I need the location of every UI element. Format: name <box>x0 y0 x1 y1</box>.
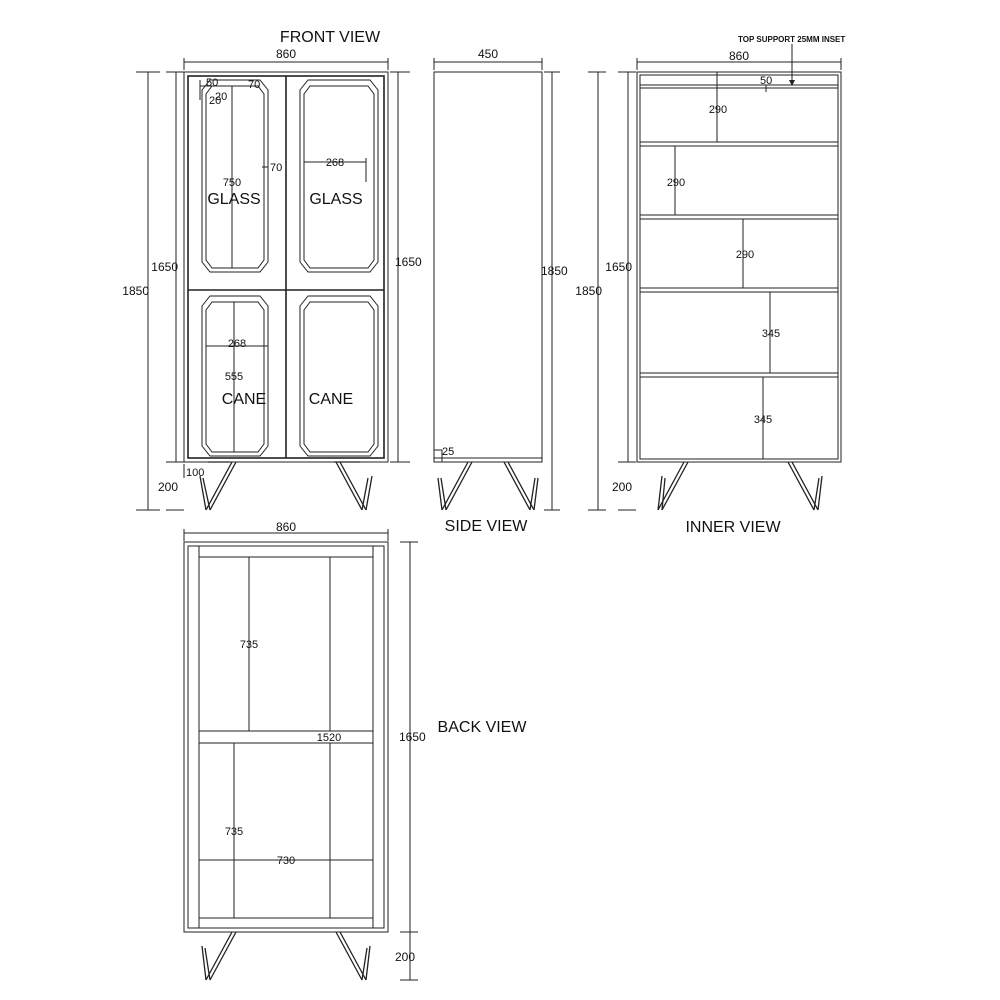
inner-shelf-3-dim: 290 <box>736 249 754 261</box>
front-leg-inset-dim: 100 <box>186 467 204 479</box>
side-view: 450 1850 25 SIDE VIEW <box>433 47 568 535</box>
panel-label-cane-right: CANE <box>309 391 353 408</box>
back-middle-dim: 1520 <box>317 732 341 744</box>
inner-top-support-note: TOP SUPPORT 25MM INSET <box>738 35 845 44</box>
front-corner-b-dim: 20 <box>209 95 221 107</box>
front-height-body-dim: 1650 <box>151 260 178 274</box>
side-height-dim: 1850 <box>541 264 568 278</box>
front-view: FRONT VIEW 860 1850 1650 200 1650 <box>122 29 422 511</box>
back-upper-height-dim: 735 <box>240 639 258 651</box>
back-width-dim: 860 <box>276 520 296 534</box>
front-corner-a-dim: 20 <box>215 91 227 103</box>
inner-height-body-dim: 1650 <box>605 260 632 274</box>
inner-width-dim: 860 <box>729 49 749 63</box>
front-mullion-dim: 70 <box>270 162 282 174</box>
inner-shelf-5-dim: 345 <box>754 414 772 426</box>
front-leg-height-dim: 200 <box>158 480 178 494</box>
back-view-title: BACK VIEW <box>438 719 528 736</box>
front-legs <box>199 461 373 511</box>
inner-view: TOP SUPPORT 25MM INSET 860 1850 1650 200… <box>575 35 845 536</box>
side-depth-dim: 450 <box>478 47 498 61</box>
front-cane-width-dim: 268 <box>228 338 246 350</box>
front-inner-top-dim: 70 <box>248 79 260 91</box>
inner-shelves <box>640 141 838 378</box>
front-view-title: FRONT VIEW <box>280 29 381 46</box>
inner-view-title: INNER VIEW <box>685 519 781 536</box>
back-lower-height-dim: 735 <box>225 826 243 838</box>
inner-shelf-4-dim: 345 <box>762 328 780 340</box>
panel-label-glass-left: GLASS <box>207 191 260 208</box>
back-legs <box>201 931 371 981</box>
front-glass-height-dim: 750 <box>223 177 241 189</box>
back-leg-height-dim: 200 <box>395 950 415 964</box>
inner-shelf-1-dim: 290 <box>709 104 727 116</box>
side-leg-inset-dim: 25 <box>442 446 454 458</box>
back-view: 860 735 1520 735 730 1650 200 <box>183 520 528 981</box>
panel-label-glass-right: GLASS <box>309 191 362 208</box>
front-cane-height-dim: 555 <box>225 371 243 383</box>
front-glass-width-dim: 268 <box>326 157 344 169</box>
front-height-body-right-dim: 1650 <box>395 255 422 269</box>
front-height-total-dim: 1850 <box>122 284 149 298</box>
side-view-title: SIDE VIEW <box>445 518 529 535</box>
back-height-body-dim: 1650 <box>399 730 426 744</box>
side-legs <box>437 461 539 511</box>
inner-shelf-2-dim: 290 <box>667 177 685 189</box>
inner-legs <box>657 461 823 511</box>
inner-top-support-dim: 50 <box>760 75 772 87</box>
panel-label-cane-left: CANE <box>222 391 266 408</box>
inner-height-total-dim: 1850 <box>575 284 602 298</box>
inner-leg-height-dim: 200 <box>612 480 632 494</box>
front-width-dim: 860 <box>276 47 296 61</box>
front-frame-dim: 50 <box>206 77 218 89</box>
back-bottom-width-dim: 730 <box>277 855 295 867</box>
